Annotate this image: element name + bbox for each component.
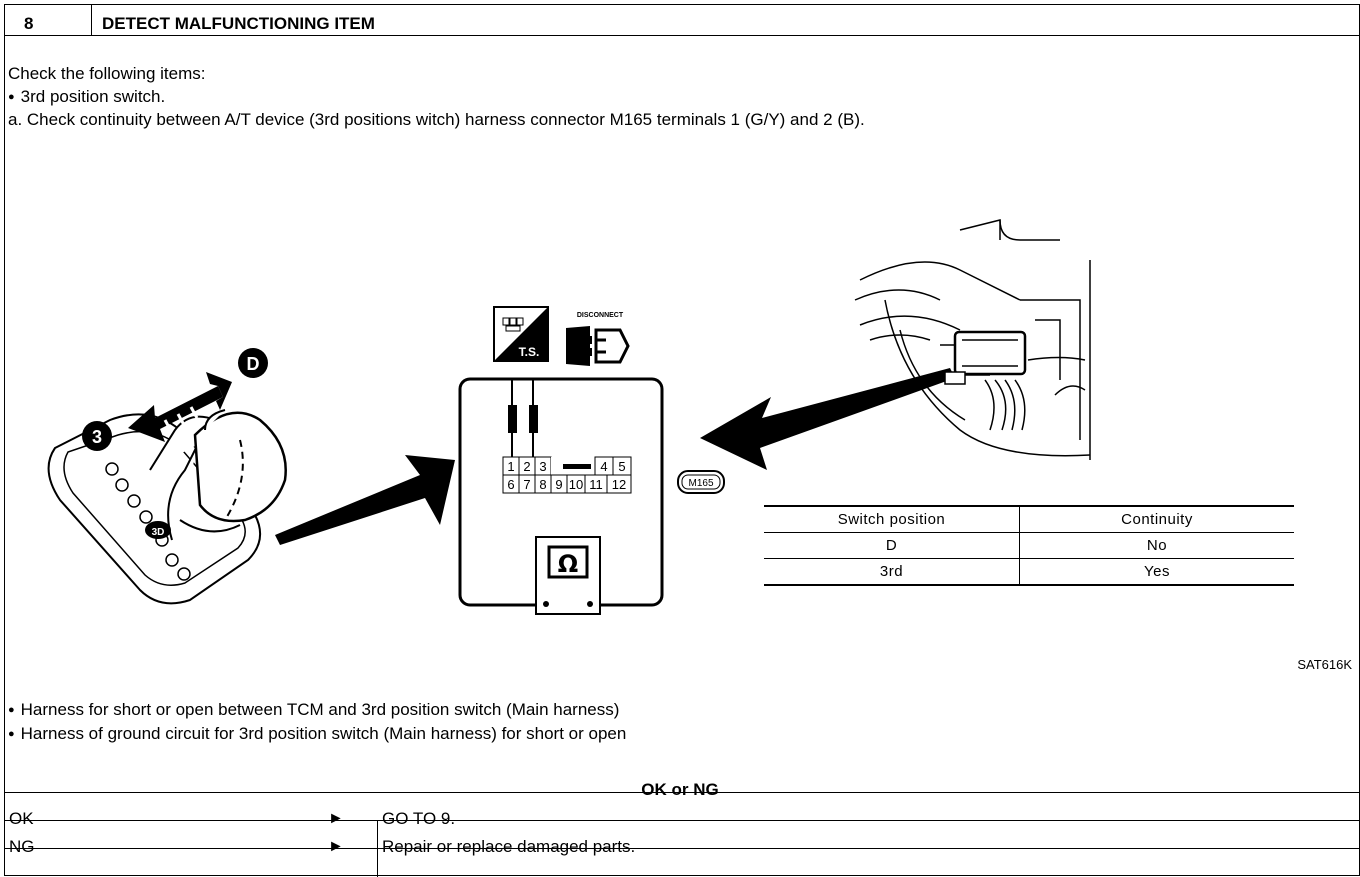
result-row-divider-2 (5, 848, 1359, 849)
pin-label: 4 (600, 459, 607, 474)
pin-label: 8 (539, 477, 546, 492)
disconnect-icon (566, 326, 630, 366)
table-header-cell: Switch position (764, 506, 1020, 533)
step-number: 8 (24, 14, 34, 33)
arrow-right-icon: ► (328, 810, 344, 827)
table-header-cell: Continuity (1121, 511, 1193, 528)
table-header-row: Switch position Continuity (764, 506, 1294, 533)
probe-1 (508, 405, 517, 433)
result-header: OK or NG (641, 780, 719, 799)
third-position-label: 3 (92, 427, 102, 447)
shifter-3d-label: 3D (152, 527, 165, 538)
location-arrow-icon (700, 368, 955, 470)
result-code-ok: OK (9, 809, 34, 828)
check-bullet: Harness of ground circuit for 3rd positi… (8, 724, 627, 746)
result-col-divider (377, 820, 378, 877)
intro-bullet: 3rd position switch. (8, 87, 166, 109)
table-cell: D (764, 532, 1020, 559)
shifter-illustration (47, 409, 287, 605)
header-col-divider (91, 5, 92, 35)
pin-label: 5 (618, 459, 625, 474)
d-position-label: D (247, 354, 260, 374)
result-code-ng: NG (9, 837, 35, 856)
harness-location-illustration (854, 219, 1091, 460)
table-cell: No (1146, 537, 1168, 554)
connector-badge-label: M165 (688, 478, 713, 489)
table-cell: Yes (1144, 563, 1170, 580)
step-a-text: a. Check continuity between A/T device (… (8, 110, 865, 129)
check-bullet: Harness for short or open between TCM an… (8, 700, 620, 722)
shift-direction-arrow-icon (128, 372, 232, 442)
ts-icon (493, 306, 549, 362)
table-cell: 3rd (764, 558, 1020, 585)
pin-label: 6 (507, 477, 514, 492)
table-row: 3rd Yes (764, 558, 1294, 585)
ohmmeter-terminal (543, 601, 549, 607)
pin-label: 9 (555, 477, 562, 492)
result-action-ng: Repair or replace damaged parts. (382, 837, 636, 856)
table-row: D No (764, 532, 1294, 559)
disconnect-label: DISCONNECT (577, 312, 624, 319)
continuity-table: Switch position Continuity D No 3rd Yes (764, 505, 1294, 586)
pin-label: 10 (569, 477, 583, 492)
harness-connector (944, 330, 1027, 385)
pin-label: 11 (589, 477, 603, 492)
figure-code: SAT616K (1297, 657, 1352, 672)
ohmmeter-display (547, 545, 589, 579)
pin-label: 7 (523, 477, 530, 492)
ohm-icon: Ω (558, 550, 578, 578)
step-title: DETECT MALFUNCTIONING ITEM (102, 14, 375, 33)
third-position-icon (82, 421, 112, 451)
result-action-ok: GO TO 9. (382, 809, 456, 828)
pin-label: 12 (612, 477, 626, 492)
pin-label: 1 (507, 459, 514, 474)
pin-label: 3 (539, 459, 546, 474)
ohmmeter-terminal (587, 601, 593, 607)
arrow-right-icon: ► (328, 838, 344, 855)
connector-face (502, 456, 632, 494)
header-divider (5, 35, 1359, 36)
probe-2 (529, 405, 538, 433)
pointer-arrow-icon (275, 455, 455, 545)
ts-icon-label: T.S. (519, 345, 540, 359)
result-header-divider (5, 792, 1359, 793)
intro-line: Check the following items: (8, 64, 206, 83)
d-position-icon (238, 348, 268, 378)
pin-label: 2 (523, 459, 530, 474)
result-row-divider-1 (5, 820, 1359, 821)
